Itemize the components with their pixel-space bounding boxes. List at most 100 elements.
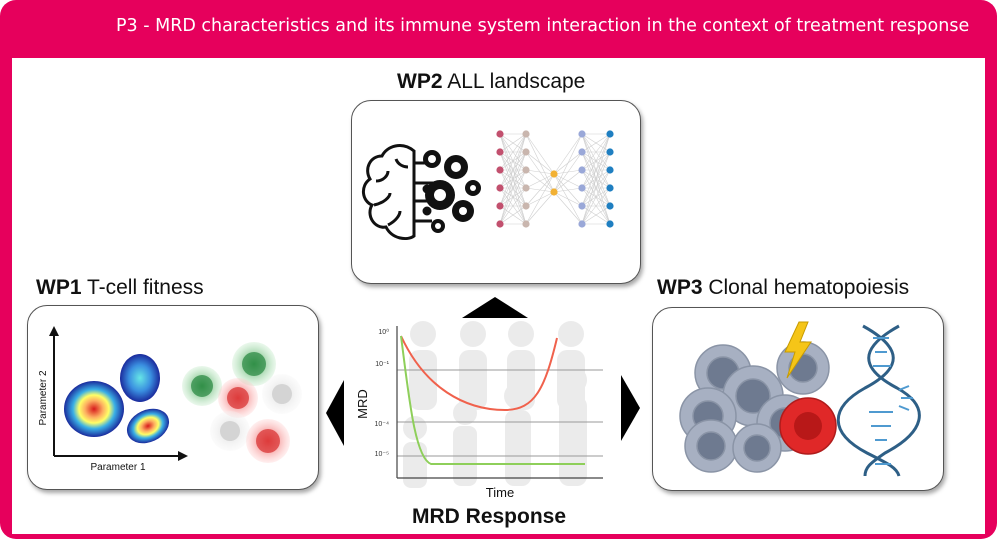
nn-edge (499, 169, 527, 225)
nn-edge (525, 173, 555, 189)
blood-cells-icon (679, 341, 837, 473)
t-cells-icon (182, 342, 302, 463)
dna-icon (836, 324, 921, 477)
nn-node (578, 202, 586, 210)
y-axis-label: Parameter 2 (38, 370, 49, 425)
wp3-label: WP3 (657, 276, 703, 299)
y-tick-3: 10⁻⁵ (375, 451, 389, 458)
y-tick-0: 10⁰ (378, 328, 389, 336)
nn-node (522, 166, 530, 174)
nn-node (522, 202, 530, 210)
wp1-panel: Parameter 2 Parameter 1 (27, 305, 319, 490)
nn-edge (553, 187, 583, 193)
wp2-label: WP2 (397, 70, 443, 93)
response-curve (400, 335, 585, 465)
wp3-name: Clonal hematopoiesis (702, 276, 910, 299)
nn-edge (581, 133, 611, 207)
mrd-response-title: MRD Response (412, 505, 567, 528)
nn-edge (525, 191, 555, 225)
nn-edge (553, 191, 583, 225)
population-2 (120, 354, 160, 402)
nn-edge (581, 187, 611, 225)
nn-edge (581, 133, 611, 153)
y-tick-2: 10⁻⁴ (375, 421, 390, 428)
nn-node (550, 188, 558, 196)
nn-edge (525, 169, 555, 175)
y-tick-1: 10⁻¹ (375, 361, 389, 368)
population-1 (64, 381, 124, 437)
relapse-curve (400, 335, 558, 412)
nn-edge (499, 133, 527, 171)
nn-edge (499, 205, 527, 225)
wp3-panel (652, 307, 944, 491)
arrow-right-icon (621, 375, 640, 441)
nn-edge (581, 205, 611, 225)
wp2-name: ALL landscape (442, 70, 586, 93)
arrow-up-icon (462, 297, 528, 318)
lightning-icon (784, 321, 812, 379)
nn-edge (499, 187, 527, 225)
gears-icon (423, 150, 481, 233)
wp3-illustration (679, 321, 921, 477)
wp1-illustration: Parameter 2 Parameter 1 (38, 326, 302, 473)
nn-node (496, 148, 504, 156)
mrd-chart: 10⁰ 10⁻¹ 10⁻⁴ 10⁻⁵ MRD Time (345, 318, 613, 500)
nn-edge (525, 133, 555, 175)
nn-node (522, 148, 530, 156)
nn-edge (553, 169, 583, 193)
nn-edge (581, 169, 611, 225)
nn-node (496, 220, 504, 228)
nn-node (496, 166, 504, 174)
nn-edge (581, 133, 611, 225)
mrd-y-label: MRD (355, 389, 370, 419)
nn-node (578, 220, 586, 228)
nn-edge (525, 151, 555, 175)
nn-edge (581, 133, 611, 189)
nn-edge (553, 151, 583, 193)
nn-edge (499, 151, 527, 225)
nn-edge (553, 191, 583, 207)
nn-node (522, 130, 530, 138)
nn-edge (553, 133, 583, 193)
nn-node (578, 148, 586, 156)
wp3-title: WP3 Clonal hematopoiesis (657, 276, 909, 300)
nn-node (522, 220, 530, 228)
nn-node (606, 220, 614, 228)
people-silhouettes-icon (403, 321, 587, 488)
mrd-x-label: Time (486, 485, 514, 500)
nn-node (496, 184, 504, 192)
nn-edge (553, 133, 583, 175)
nn-node (578, 166, 586, 174)
nn-edge (581, 151, 611, 225)
nn-edge (499, 133, 527, 207)
flow-cytometry-plot-icon: Parameter 2 Parameter 1 (38, 326, 188, 473)
nn-edge (499, 133, 527, 153)
nn-node (550, 170, 558, 178)
nn-edge (525, 173, 555, 207)
x-axis-label: Parameter 1 (90, 462, 145, 473)
nn-node (606, 202, 614, 210)
wp1-title: WP1 T-cell fitness (36, 276, 204, 300)
nn-node (606, 166, 614, 174)
nn-edge (499, 133, 527, 189)
neural-network-icon (499, 133, 611, 225)
mrd-chart-svg: 10⁰ 10⁻¹ 10⁻⁴ 10⁻⁵ MRD Time (355, 321, 603, 500)
nn-node (522, 184, 530, 192)
population-3 (126, 408, 170, 444)
wp1-label: WP1 (36, 276, 82, 299)
nn-node (578, 184, 586, 192)
mrd-gridlines (397, 369, 603, 457)
arrow-left-icon (326, 380, 344, 446)
nn-node (496, 202, 504, 210)
nn-node (606, 184, 614, 192)
wp2-panel (351, 100, 641, 284)
nn-node (606, 148, 614, 156)
header-title: P3 - MRD characteristics and its immune … (116, 16, 970, 36)
neural-network-nodes (496, 130, 614, 228)
nn-edge (581, 133, 611, 171)
wp2-illustration (362, 130, 614, 241)
nn-node (496, 130, 504, 138)
wp1-name: T-cell fitness (81, 276, 204, 299)
nn-edge (499, 133, 527, 225)
nn-node (578, 130, 586, 138)
